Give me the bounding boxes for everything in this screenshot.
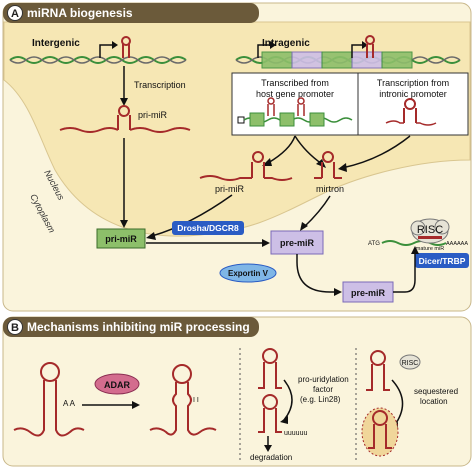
drosha-dgcr8-label: Drosha/DGCR8 [177, 223, 239, 233]
primir-mid-to-box-arrow [151, 194, 233, 237]
intronic-promoter-arrow [351, 44, 362, 58]
uuuu-label: uuuuuu [284, 430, 307, 437]
arrowhead [120, 220, 128, 228]
arrowhead [280, 416, 288, 424]
adar-edited-hairpin [149, 364, 217, 436]
pri-mir-box-label: pri-miR [105, 234, 137, 244]
pre-mir-box-label: pre-miR [280, 238, 315, 248]
panel-b-title: Mechanisms inhibiting miR processing [27, 320, 250, 334]
intergenic-label: Intergenic [32, 38, 80, 49]
arrowhead [262, 239, 270, 247]
host-to-primir-arrow [267, 135, 296, 164]
pri-mir-mid-transcript [199, 151, 293, 181]
host-mini-gene [237, 97, 353, 127]
pri-mir-mid-label: pri-miR [215, 184, 244, 194]
intergenic-hairpin [121, 36, 131, 58]
pro-uridylation-label-1: pro-uridylation [298, 375, 349, 384]
arrowhead [120, 98, 128, 106]
adar-oval [94, 373, 140, 395]
panel-b-header [3, 317, 259, 337]
export-path-arrow [296, 254, 336, 293]
pro-uridylation-label-2: factor [313, 385, 333, 394]
risc-small-label: RISC [402, 360, 419, 367]
intronic-promoter-label-1: Transcription from [377, 78, 449, 88]
panel-a-badge-letter: A [11, 8, 19, 20]
sequestration-hairpin-top [366, 350, 390, 391]
panel-b-badge [7, 319, 23, 335]
arrowhead [300, 222, 308, 231]
polya-label: AAAAAA [446, 241, 468, 247]
exportin-v-oval [219, 263, 277, 283]
transcription-label: Transcription [134, 80, 186, 90]
risc-small [399, 354, 421, 370]
panel-a-badge [7, 5, 23, 21]
intronic-promoter-label-2: intronic promoter [379, 89, 447, 99]
intragenic-dna [235, 51, 461, 69]
ii-label: I I [193, 397, 199, 404]
exportin-v-label: Exportin V [228, 269, 269, 278]
sequestered-label-1: sequestered [414, 387, 458, 396]
mirtron-to-premir-arrow [303, 195, 331, 228]
arrowhead [270, 41, 276, 49]
uridylation-hairpin-top [258, 348, 282, 389]
pri-mir-top-label: pri-miR [138, 110, 167, 120]
panel-a: A miRNA biogenesis Intergenic Transcript… [2, 2, 472, 312]
panel-a-title: miRNA biogenesis [27, 6, 133, 20]
risc-label: RISC [417, 224, 443, 236]
dicer-trbp-label: Dicer/TRBP [419, 256, 466, 266]
intronic-mini-transcript [385, 98, 437, 126]
mature-mir-label: mature miR [416, 246, 444, 252]
premir-to-risc-arrow [393, 252, 416, 293]
mirtron-label: mirtron [316, 184, 344, 194]
pri-mir-box [96, 228, 146, 249]
intergenic-promoter-arrow [99, 44, 112, 58]
pro-uridylation-label-3: (e.g. Lin28) [300, 395, 341, 404]
host-promoter-arrow [257, 44, 270, 58]
host-promoter-label-1: Transcribed from [261, 78, 329, 88]
dicer-trbp-badge [415, 253, 469, 268]
pri-mir-top-transcript [59, 105, 191, 133]
panel-b: B Mechanisms inhibiting miR processing A… [2, 316, 472, 467]
intergenic-dna [9, 56, 187, 64]
arrowhead [411, 246, 419, 254]
sequestered-compartment [361, 407, 399, 457]
intronic-to-mirtron-arrow [341, 135, 411, 169]
uridylation-hairpin-bottom [258, 394, 282, 433]
intragenic-hairpin [365, 35, 375, 58]
arrowhead [132, 401, 140, 409]
host-promoter-label-2: host gene promoter [256, 89, 334, 99]
panel-a-header [3, 3, 259, 23]
panel-b-badge-letter: B [11, 322, 19, 334]
arrowhead [338, 163, 347, 172]
adar-label: ADAR [104, 380, 130, 390]
intragenic-label: Intragenic [262, 38, 310, 49]
sequestration-hairpin-bottom [368, 410, 392, 449]
degradation-label: degradation [250, 453, 292, 462]
risc-complex [410, 218, 450, 244]
arrowhead [334, 288, 342, 296]
arrowhead [112, 41, 118, 49]
sequestered-label-2: location [420, 397, 448, 406]
arrowhead [146, 232, 156, 240]
intronic-promoter-box [357, 72, 469, 136]
pre-mir-box-cytoplasm-label: pre-miR [351, 288, 386, 298]
aa-label: A A [63, 399, 76, 408]
panel-b-frame [2, 316, 472, 467]
arrowhead [264, 445, 272, 452]
atg-label: ATG [368, 241, 380, 247]
arrowhead [362, 41, 368, 49]
adar-input-hairpin [13, 362, 85, 437]
uridylation-curved-arrow [283, 379, 293, 421]
mirtron-transcript [314, 151, 342, 179]
target-mrna [381, 240, 447, 246]
drosha-dgcr8-badge [172, 221, 244, 235]
